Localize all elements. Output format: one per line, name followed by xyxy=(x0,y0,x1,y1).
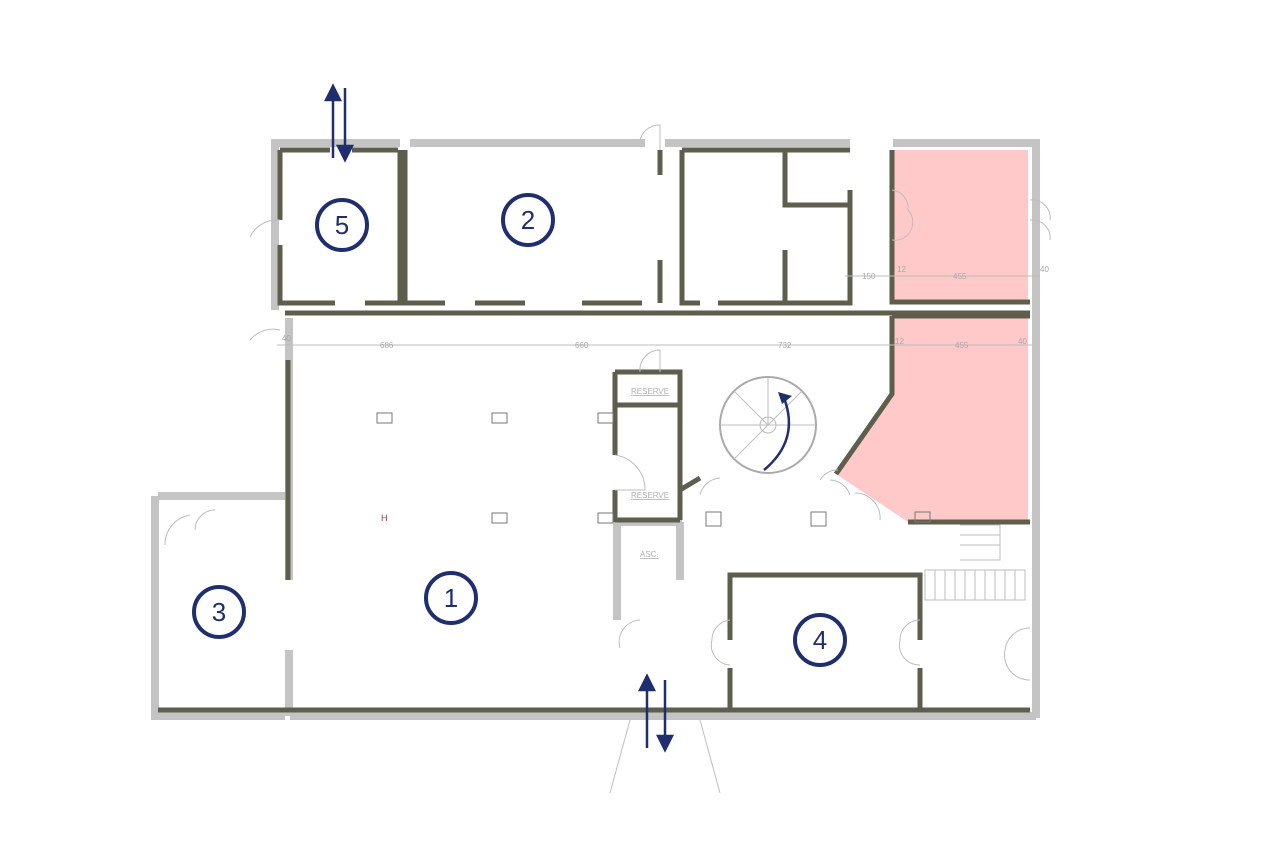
dimension-label: 732 xyxy=(778,341,792,350)
elevator-label: ASC. xyxy=(640,550,659,559)
room-4-marker[interactable]: 4 xyxy=(793,613,847,667)
dimension-label: 40 xyxy=(1040,265,1049,274)
dimension-label: 660 xyxy=(575,341,589,350)
dimension-label: 455 xyxy=(953,272,967,281)
room-number: 4 xyxy=(813,625,827,655)
stair-direction-arrow xyxy=(763,397,791,471)
entrance-arrow-bottom xyxy=(637,673,675,753)
highlighted-area-lower[interactable] xyxy=(836,318,1028,522)
dimension-label: 455 xyxy=(955,341,969,350)
room-5-marker[interactable]: 5 xyxy=(315,198,369,252)
dimension-label: 12 xyxy=(897,265,906,274)
doors xyxy=(164,124,1051,794)
dimension-label: 150 xyxy=(862,272,876,281)
room-number: 3 xyxy=(212,597,226,627)
room-1-marker[interactable]: 1 xyxy=(424,571,478,625)
room-number: 5 xyxy=(335,210,349,240)
dimension-lines: 40 686 660 732 12 455 40 150 12 455 40 xyxy=(277,265,1049,350)
dimension-label: 686 xyxy=(380,341,394,350)
column-markers: H xyxy=(376,412,931,527)
reserve-label-bottom: RESERVE xyxy=(631,491,669,500)
dimension-label: 40 xyxy=(1018,337,1027,346)
dimension-label: 40 xyxy=(282,334,291,343)
room-3-marker[interactable]: 3 xyxy=(192,585,246,639)
dimension-label: 12 xyxy=(895,337,904,346)
interior-walls xyxy=(158,147,1030,713)
room-number: 1 xyxy=(444,583,458,613)
room-number: 2 xyxy=(521,205,535,235)
reserve-label-top: RESERVE xyxy=(631,387,669,396)
room-2-marker[interactable]: 2 xyxy=(501,193,555,247)
highlighted-area-upper[interactable] xyxy=(892,150,1028,302)
spiral-staircase xyxy=(719,376,817,474)
stairs xyxy=(924,524,1026,601)
column-marker: H xyxy=(381,513,388,523)
entrance-arrow-top xyxy=(323,83,355,163)
